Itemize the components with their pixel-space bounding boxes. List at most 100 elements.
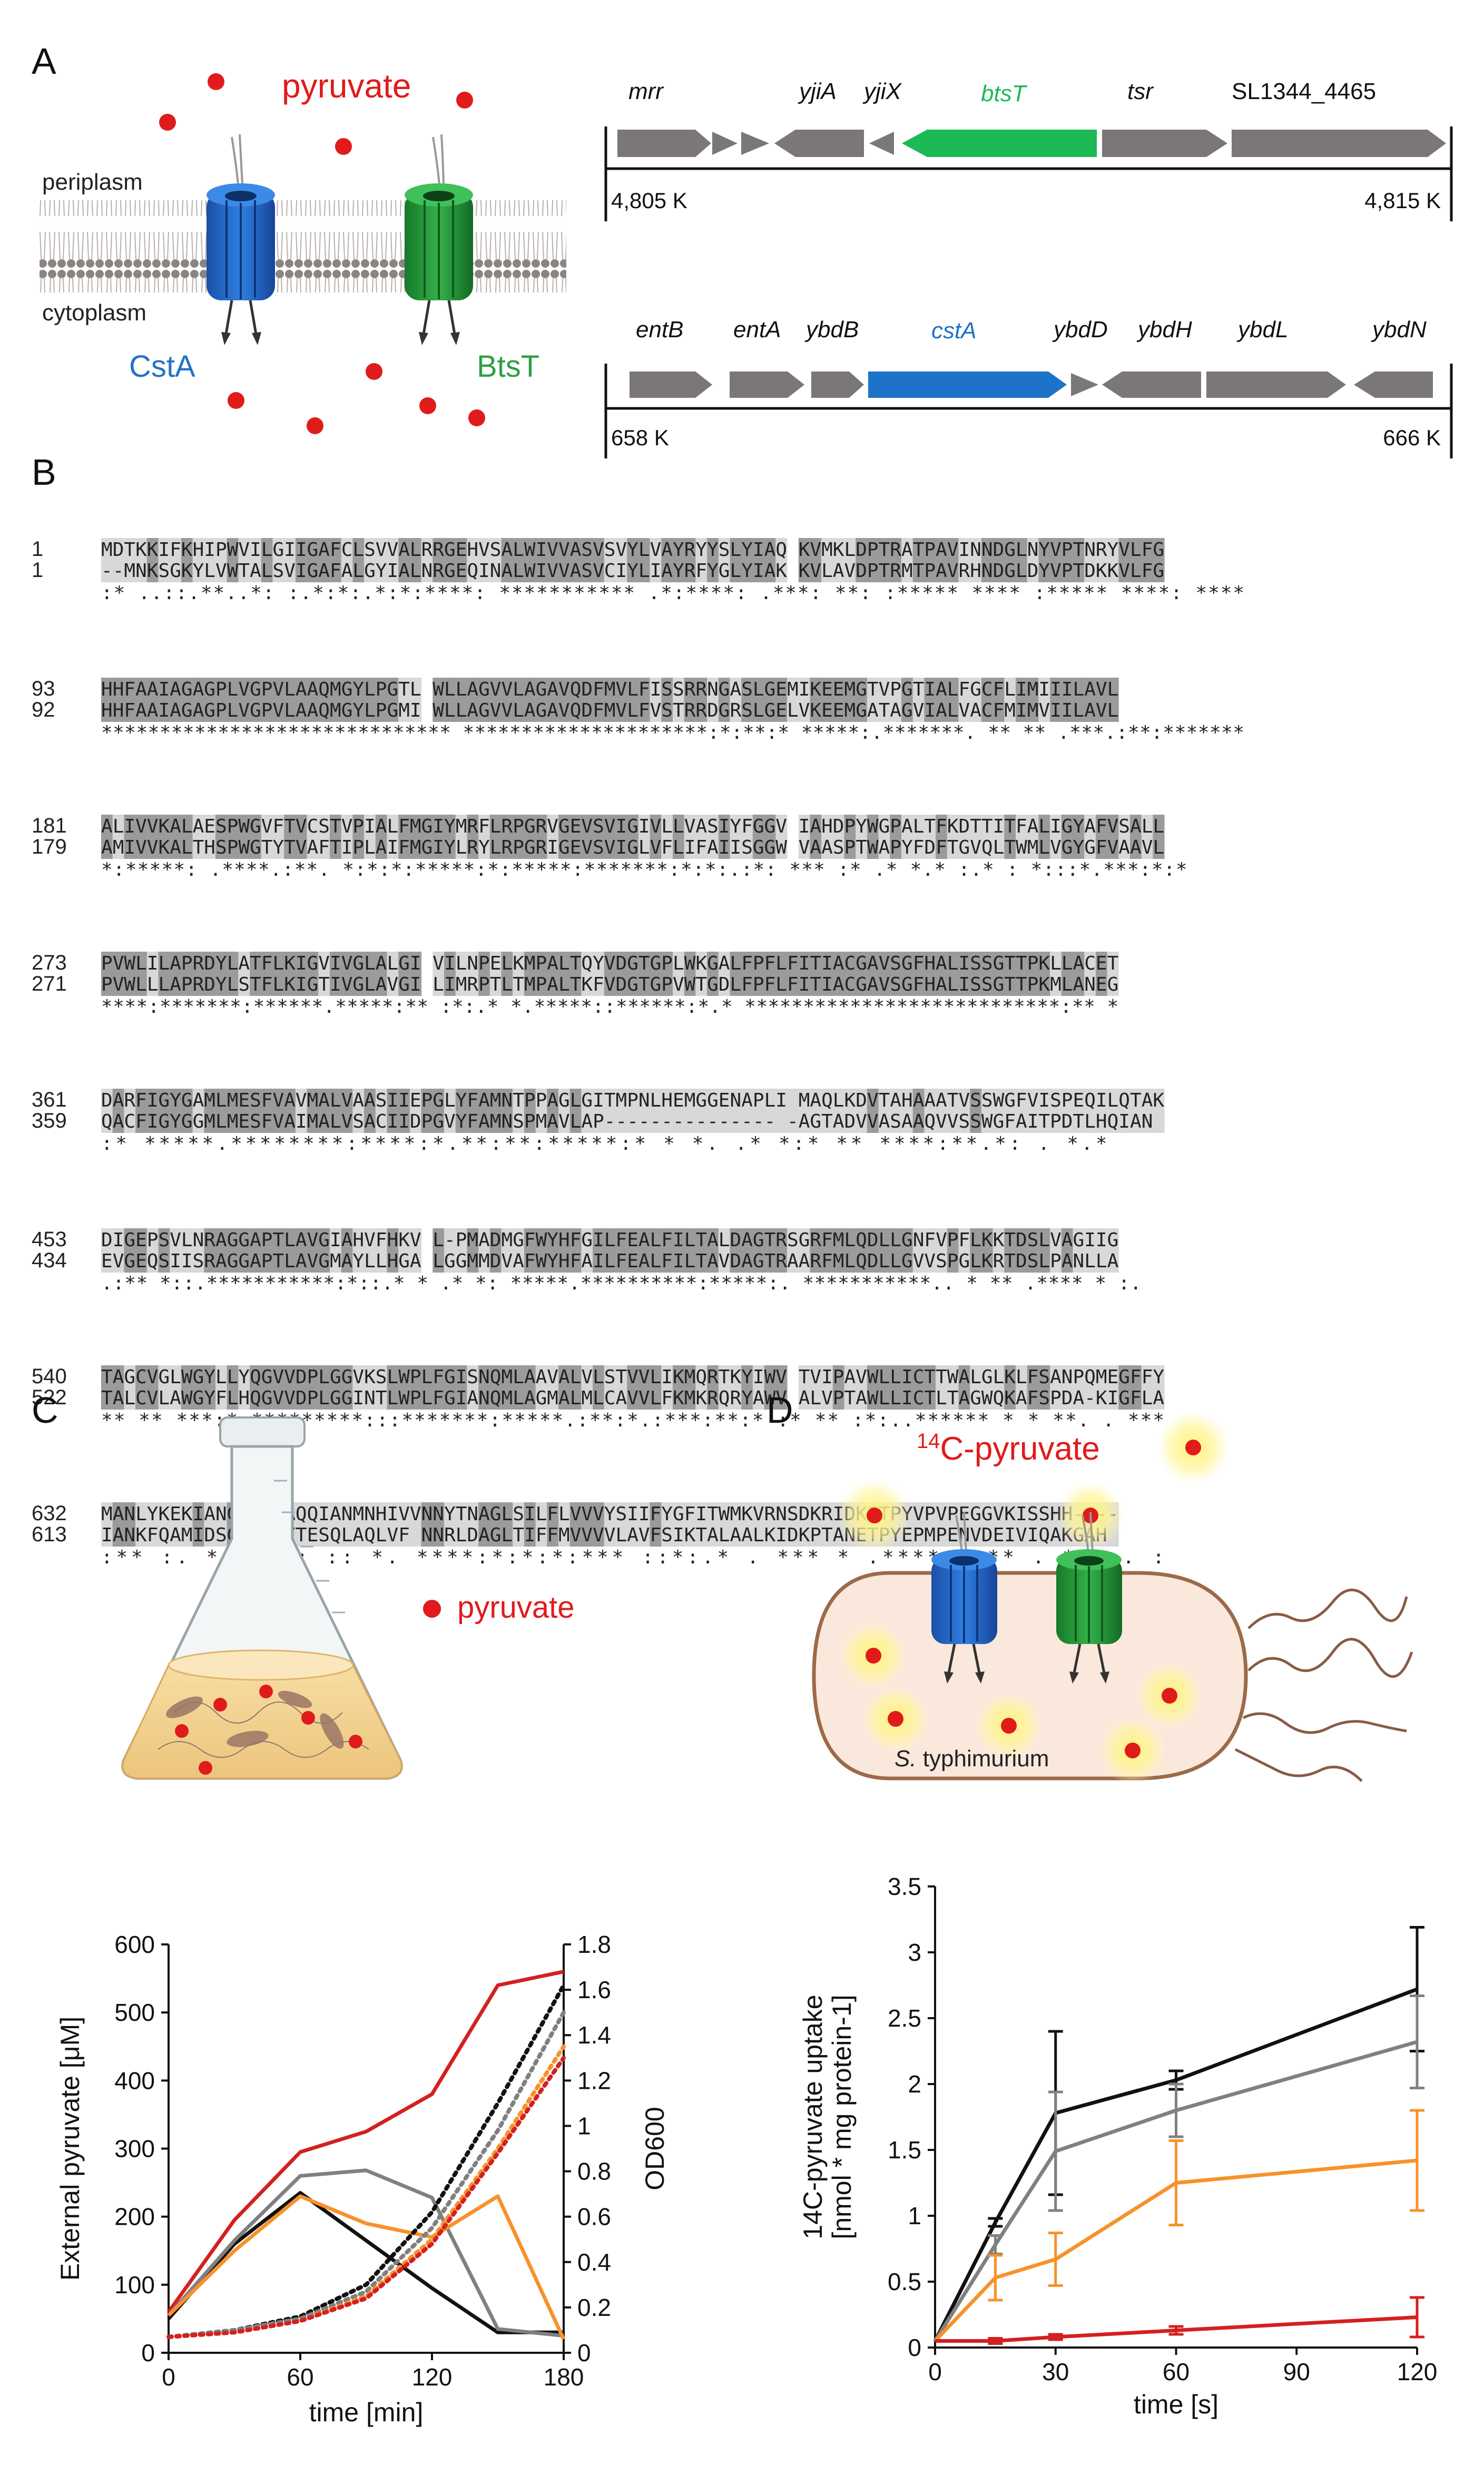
alignment-shade: [421, 1365, 433, 1410]
alignment-shade: [204, 1365, 216, 1410]
alignment-position-1: 632: [32, 1502, 67, 1525]
alignment-shade: [158, 538, 170, 582]
alignment-shade: [650, 538, 662, 582]
alignment-shade: [455, 678, 467, 722]
alignment-shade: [352, 1089, 365, 1133]
gene-label-ybdn: ybdN: [1371, 317, 1427, 343]
alignment-shade: [1050, 815, 1062, 859]
alignment-shade: [1027, 1228, 1039, 1273]
panel-b-label: B: [32, 452, 56, 493]
alignment-shade: [284, 1089, 296, 1133]
alignment-shade: [1095, 1228, 1108, 1273]
chart-c-series-0: [167, 1970, 564, 2313]
alignment-shade: [718, 815, 730, 859]
alignment-shade: [192, 815, 204, 859]
alignment-shade: [112, 1502, 124, 1547]
alignment-shade: [730, 1089, 742, 1133]
chart-d-y-tick-label: 3: [908, 1939, 921, 1966]
chart-c-x-label: time [min]: [309, 2398, 424, 2427]
alignment-shade: [1061, 538, 1073, 582]
alignment-shade: [741, 1365, 753, 1410]
alignment-shade: [673, 1502, 685, 1547]
alignment-shade: [558, 815, 571, 859]
alignment-shade: [661, 678, 673, 722]
alignment-shade: [638, 1228, 651, 1273]
alignment-shade: [433, 952, 445, 996]
alignment-shade: [581, 952, 593, 996]
alignment-shade: [627, 1365, 639, 1410]
alignment-shade: [250, 1228, 262, 1273]
alignment-shade: [421, 815, 433, 859]
alignment-shade: [1050, 1228, 1062, 1273]
chart-c-y2-tick-label: 0: [577, 2339, 591, 2366]
alignment-shade: [638, 1502, 651, 1547]
chart-c-x-tick-label: 60: [287, 2363, 313, 2391]
alignment-shade: [832, 1089, 844, 1133]
alignment-shade: [158, 678, 170, 722]
alignment-shade: [341, 678, 353, 722]
alignment-shade: [524, 538, 536, 582]
alignment-shade: [455, 815, 467, 859]
chart-d-x-label: time [s]: [1134, 2390, 1218, 2419]
alignment-shade: [1061, 1365, 1073, 1410]
alignment-shade: [810, 538, 822, 582]
alignment-shade: [856, 815, 868, 859]
alignment-shade: [981, 1502, 994, 1547]
alignment-shade: [1004, 1228, 1016, 1273]
alignment-shade: [330, 1228, 342, 1273]
alignment-shade: [684, 1089, 696, 1133]
alignment-shade: [970, 1228, 982, 1273]
alignment-shade: [1095, 815, 1108, 859]
alignment-shade: [970, 952, 982, 996]
alignment-shade: [650, 1228, 662, 1273]
alignment-shade: [810, 678, 822, 722]
chart-c-y2-tick-label: 1.6: [577, 1976, 611, 2003]
alignment-shade: [513, 678, 525, 722]
alignment-shade: [718, 1228, 730, 1273]
alignment-shade: [124, 1228, 136, 1273]
alignment-shade: [844, 1089, 856, 1133]
alignment-shade: [398, 1502, 410, 1547]
chart-d-y-label: 14C-pyruvate uptake: [798, 1994, 828, 2239]
alignment-shade: [398, 815, 410, 859]
alignment-shade: [1107, 1365, 1119, 1410]
alignment-shade: [409, 1502, 422, 1547]
genome-locus-csta: entB entA ybdB cstA ybdD ybdH ybdL ybdN …: [604, 317, 1453, 458]
alignment-shade: [593, 1502, 605, 1547]
alignment-shade: [730, 678, 742, 722]
alignment-shade: [112, 538, 124, 582]
alignment-shade: [112, 678, 124, 722]
alignment-shade: [135, 1502, 148, 1547]
alignment-shade: [695, 1089, 707, 1133]
alignment-shade: [375, 678, 387, 722]
alignment-shade: [272, 538, 284, 582]
alignment-shade: [535, 952, 547, 996]
alignment-shade: [307, 815, 319, 859]
alignment-shade: [798, 952, 810, 996]
alignment-shade: [284, 678, 296, 722]
alignment-shade: [513, 538, 525, 582]
alignment-shade: [501, 815, 513, 859]
alignment-shade: [124, 1502, 136, 1547]
alignment-shade: [581, 1502, 593, 1547]
alignment-shade: [524, 815, 536, 859]
alignment-shade: [524, 952, 536, 996]
alignment-shade: [958, 538, 970, 582]
alignment-shade: [547, 1228, 559, 1273]
panel-c-label: C: [32, 1390, 58, 1431]
alignment-shade: [981, 952, 994, 996]
alignment-shade: [478, 1365, 490, 1410]
alignment-shade: [924, 538, 936, 582]
alignment-position-2: 613: [32, 1523, 67, 1546]
chart-c: 010020030040050060000.20.40.60.811.21.41…: [55, 1931, 670, 2427]
alignment-shade: [1027, 815, 1039, 859]
alignment-shade: [192, 678, 204, 722]
alignment-shade: [1050, 538, 1062, 582]
alignment-shade: [478, 678, 490, 722]
alignment-shade: [558, 538, 571, 582]
alignment-shade: [295, 952, 308, 996]
alignment-shade: [101, 815, 113, 859]
alignment-shade: [261, 815, 273, 859]
alignment-shade: [821, 1228, 833, 1273]
alignment-shade: [1107, 815, 1119, 859]
